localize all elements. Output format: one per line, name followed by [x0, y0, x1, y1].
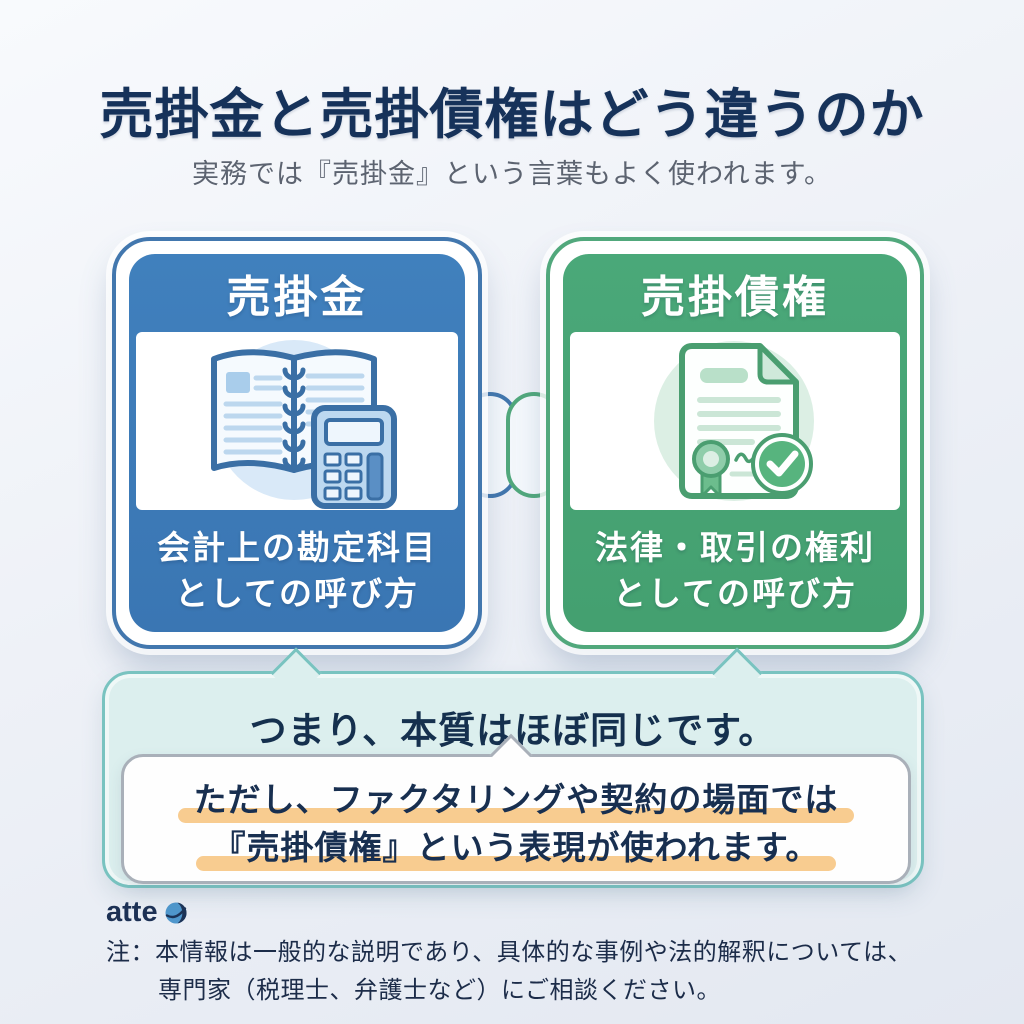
- disclaimer-line-1: 注：本情報は一般的な説明であり、具体的な事例や法的解釈については、: [106, 939, 913, 966]
- globe-swirl-icon: [165, 902, 187, 923]
- note-line-2-highlight: 『売掛債権』という表現が使われます。: [196, 824, 836, 872]
- brand-logo-text: atte: [106, 896, 158, 928]
- note-line-1: ただし、ファクタリングや契約の場面では: [177, 776, 855, 824]
- card-urikakekin-description-line1: 会計上の勘定科目: [157, 529, 437, 567]
- card-urikakekin-title: 売掛金: [226, 273, 368, 322]
- disclaimer: 注：本情報は一般的な説明であり、具体的な事例や法的解釈については、 専門家（税理…: [106, 934, 966, 1010]
- card-urikakesaiken-description: 法律・取引の権利 としての呼び方: [563, 510, 907, 632]
- card-urikakesaiken-panel: 売掛債権: [563, 254, 907, 632]
- disclaimer-line-2: 専門家（税理士、弁護士など）にご相談ください。: [158, 977, 722, 1004]
- card-urikakesaiken-description-line1: 法律・取引の権利: [595, 529, 875, 567]
- certificate-check-icon: [654, 341, 814, 501]
- card-urikakekin: 売掛金: [112, 237, 482, 649]
- card-urikakekin-panel: 売掛金: [129, 254, 465, 632]
- card-urikakekin-description: 会計上の勘定科目 としての呼び方: [129, 510, 465, 632]
- card-urikakesaiken: 売掛債権: [546, 237, 924, 649]
- speech-notch-left: [270, 647, 322, 699]
- note-line-1-highlight: ただし、ファクタリングや契約の場面では: [177, 776, 855, 824]
- note-box: ただし、ファクタリングや契約の場面では 『売掛債権』という表現が使われます。: [121, 733, 911, 884]
- summary-speech-box: つまり、本質はほぼ同じです。 ただし、ファクタリングや契約の場面では 『売掛債権…: [102, 647, 924, 888]
- brand-logo: atte: [106, 896, 188, 929]
- card-urikakesaiken-media: [570, 332, 900, 510]
- page-title: 売掛金と売掛債権はどう違うのか: [99, 85, 925, 145]
- page-subtitle: 実務では『売掛金』という言葉もよく使われます。: [192, 159, 832, 189]
- card-urikakekin-media: [136, 332, 458, 510]
- card-urikakesaiken-description-line2: としての呼び方: [612, 575, 857, 612]
- card-urikakesaiken-title: 売掛債権: [641, 273, 829, 322]
- speech-notch-right: [711, 647, 763, 699]
- card-urikakekin-description-line2: としての呼び方: [174, 575, 419, 612]
- ledger-calculator-icon: [211, 340, 397, 509]
- note-line-2: 『売掛債権』という表現が使われます。: [196, 824, 836, 872]
